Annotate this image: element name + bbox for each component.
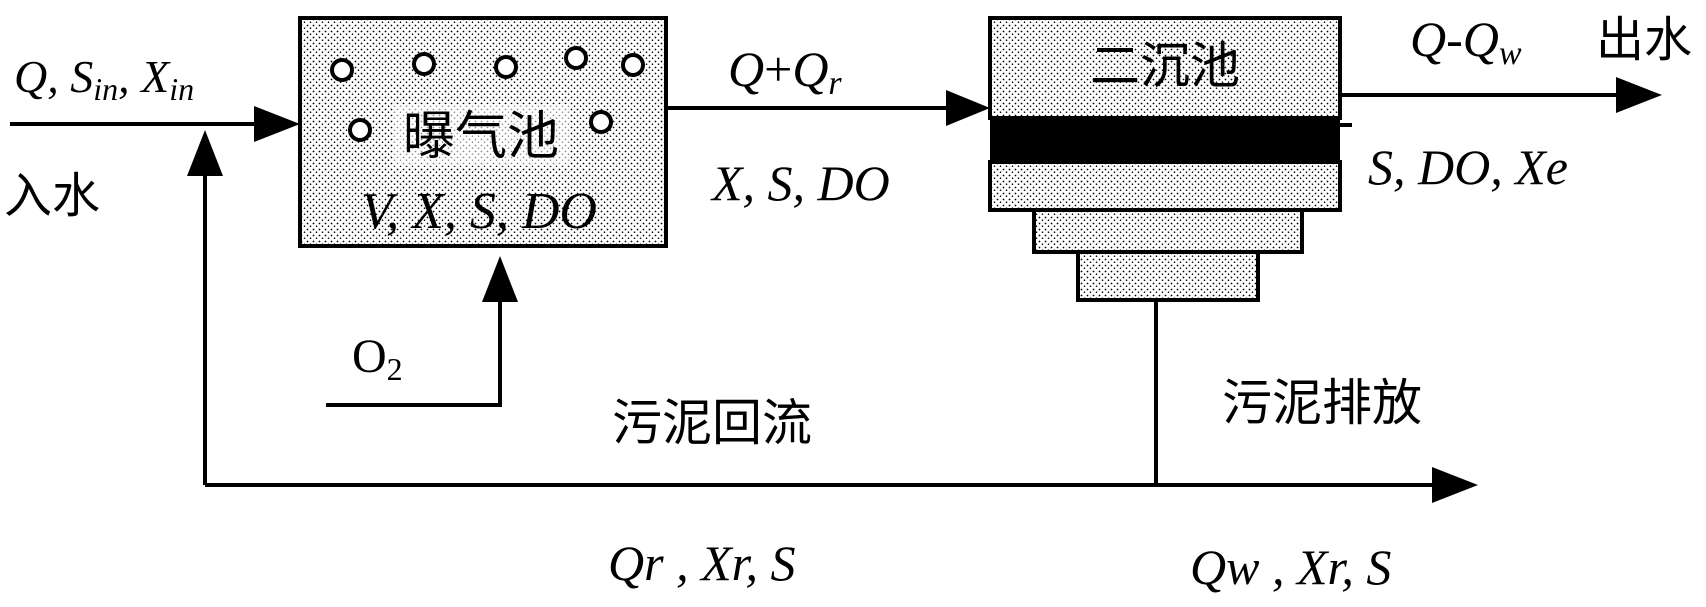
clarifier-title: 二沉池 bbox=[1090, 37, 1240, 95]
oxygen-arrowhead bbox=[482, 256, 518, 302]
flow-arrowheads bbox=[187, 77, 1662, 503]
clarifier-sludge-blanket bbox=[990, 118, 1340, 162]
aeration-vars-text: V, X, S, DO bbox=[361, 183, 597, 240]
waste-vars: Qw , Xr, S bbox=[1190, 539, 1391, 595]
mid-vars: X, S, DO bbox=[710, 155, 890, 211]
recycle-label: 污泥回流 bbox=[612, 394, 812, 452]
aeration-title: 曝气池 bbox=[403, 107, 559, 167]
air-bubbles bbox=[330, 46, 645, 142]
aeration-vars: V, X, S, DO bbox=[361, 183, 597, 240]
mid-arrowhead bbox=[946, 90, 990, 126]
recycle-vars: Qr , Xr, S bbox=[608, 535, 796, 591]
flow-lines bbox=[10, 93, 1628, 487]
aeration-label-bg bbox=[394, 104, 570, 166]
oxygen-label: O2 bbox=[352, 330, 403, 387]
secondary-clarifier bbox=[988, 16, 1342, 302]
waste-arrowhead bbox=[1432, 467, 1478, 503]
outlet-label: 出水 bbox=[1596, 12, 1692, 68]
waste-label: 污泥排放 bbox=[1222, 374, 1422, 432]
mid-flow-label: Q+Qr bbox=[728, 41, 842, 102]
inlet-flow-vars: Q, Sin, Xin bbox=[14, 51, 194, 107]
outlet-flow-label: Q-Qw bbox=[1410, 11, 1522, 72]
outlet-arrowhead bbox=[1616, 77, 1662, 113]
inlet-arrowhead bbox=[254, 106, 300, 142]
recycle-arrowhead bbox=[187, 130, 223, 176]
outlet-vars: S, DO, Xe bbox=[1368, 139, 1568, 195]
inlet-label: 入水 bbox=[4, 168, 100, 224]
